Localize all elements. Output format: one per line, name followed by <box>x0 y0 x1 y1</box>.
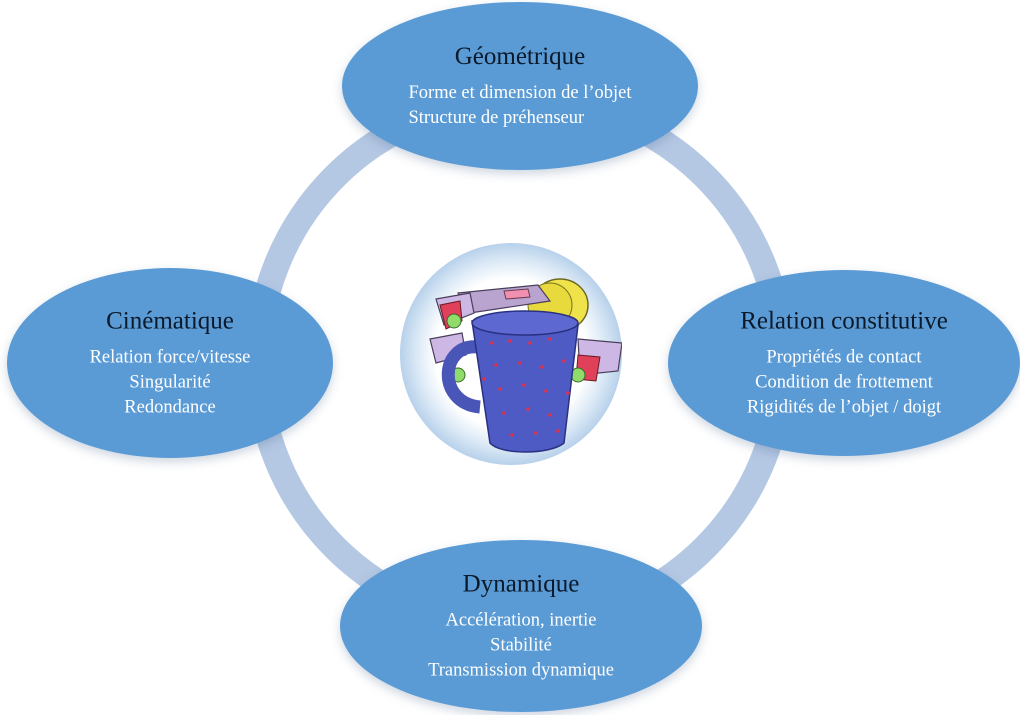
node-item: Rigidités de l’objet / doigt <box>746 397 942 418</box>
node-item: Structure de préhenseur <box>408 108 585 128</box>
node-item: Propriétés de contact <box>766 347 922 368</box>
gripper-mug-icon <box>429 278 623 453</box>
node-item: Redondance <box>124 397 216 418</box>
node-title: Cinématique <box>106 307 234 335</box>
node-title: Dynamique <box>462 570 580 598</box>
node-item: Forme et dimension de l’objet <box>408 83 632 103</box>
node-item: Transmission dynamique <box>428 660 614 681</box>
node-cinematique: Cinématique Relation force/vitesse Singu… <box>7 268 333 458</box>
node-dynamique: Dynamique Accélération, inertie Stabilit… <box>340 540 702 712</box>
node-item: Condition de frottement <box>755 372 933 393</box>
node-title: Relation constitutive <box>740 307 948 335</box>
node-item: Relation force/vitesse <box>89 347 251 368</box>
node-item: Accélération, inertie <box>445 610 597 631</box>
node-relation-constitutive: Relation constitutive Propriétés de cont… <box>668 270 1020 456</box>
node-title: Géométrique <box>454 43 586 70</box>
center-image <box>400 243 623 465</box>
node-item: Singularité <box>129 372 211 393</box>
node-item: Stabilité <box>490 635 552 656</box>
node-geometrique: Géométrique Forme et dimension de l’obje… <box>342 2 698 170</box>
